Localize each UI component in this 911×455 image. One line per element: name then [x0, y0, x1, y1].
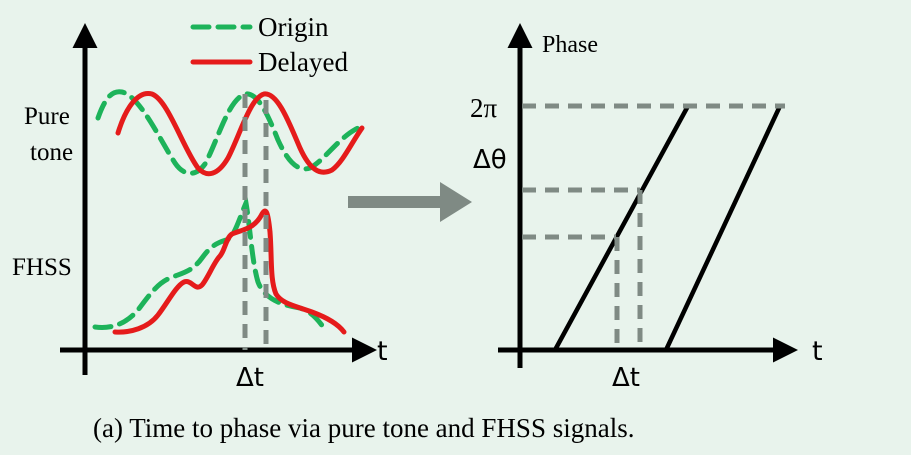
fhss-delayed-signal: [112, 208, 347, 335]
right-panel: Phase t 2π Δθ Δt: [470, 23, 823, 393]
transition-arrow: [348, 182, 472, 222]
fhss-origin-signal: [92, 194, 327, 331]
phase-ramp-delayed: [663, 105, 783, 351]
right-y-axis-label: Phase: [542, 32, 598, 58]
legend-origin-label: Origin: [258, 12, 329, 42]
pure-tone-origin-wave: [95, 89, 361, 176]
figure-caption: (a) Time to phase via pure tone and FHSS…: [93, 413, 634, 443]
legend: Origin Delayed: [190, 12, 348, 77]
left-x-axis-label: t: [377, 336, 388, 367]
right-delta-t-label: Δt: [612, 363, 640, 393]
pure-tone-label-line1: Pure: [24, 103, 70, 130]
fhss-label: FHSS: [12, 254, 72, 281]
phase-ramp-origin: [553, 104, 690, 352]
left-delta-t-label: Δt: [236, 363, 264, 393]
left-panel: t Pure tone FHSS Δt: [12, 23, 388, 393]
tick-delta-theta-label: Δθ: [473, 145, 507, 175]
right-x-axis-label: t: [812, 336, 823, 367]
pure-tone-label-line2: tone: [30, 139, 73, 166]
legend-delayed-label: Delayed: [258, 47, 348, 77]
pure-tone-delayed-wave: [115, 91, 365, 177]
tick-2pi-label: 2π: [470, 93, 498, 123]
